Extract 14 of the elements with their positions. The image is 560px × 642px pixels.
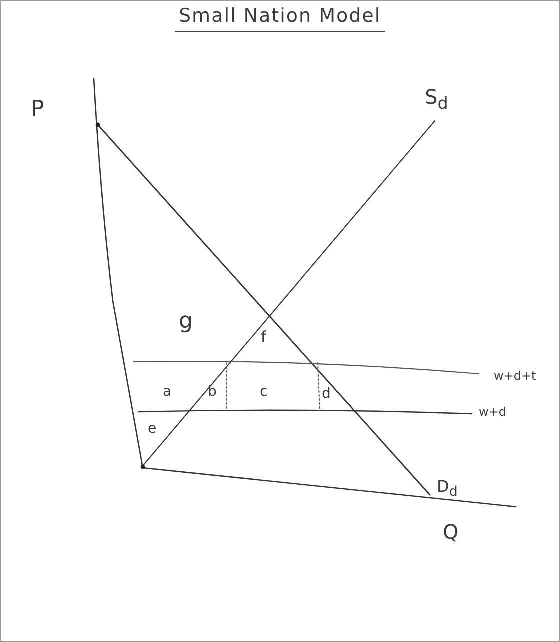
axis-label: P <box>31 99 44 121</box>
area-label: d <box>322 387 331 401</box>
price-line-label: w+d+t <box>494 370 536 382</box>
area-label: e <box>148 422 157 436</box>
area-label: g <box>179 311 193 333</box>
price-line-label: w+d <box>479 406 506 418</box>
axis-label: Q <box>443 522 459 542</box>
title: Small Nation Model <box>175 7 386 32</box>
curve-label: D$_{d}$ <box>437 479 458 500</box>
curve-label: S$_{d}$ <box>425 87 448 113</box>
area-label: a <box>163 385 172 399</box>
area-label: b <box>208 385 217 399</box>
area-label: f <box>261 330 266 345</box>
area-label: c <box>260 385 268 399</box>
